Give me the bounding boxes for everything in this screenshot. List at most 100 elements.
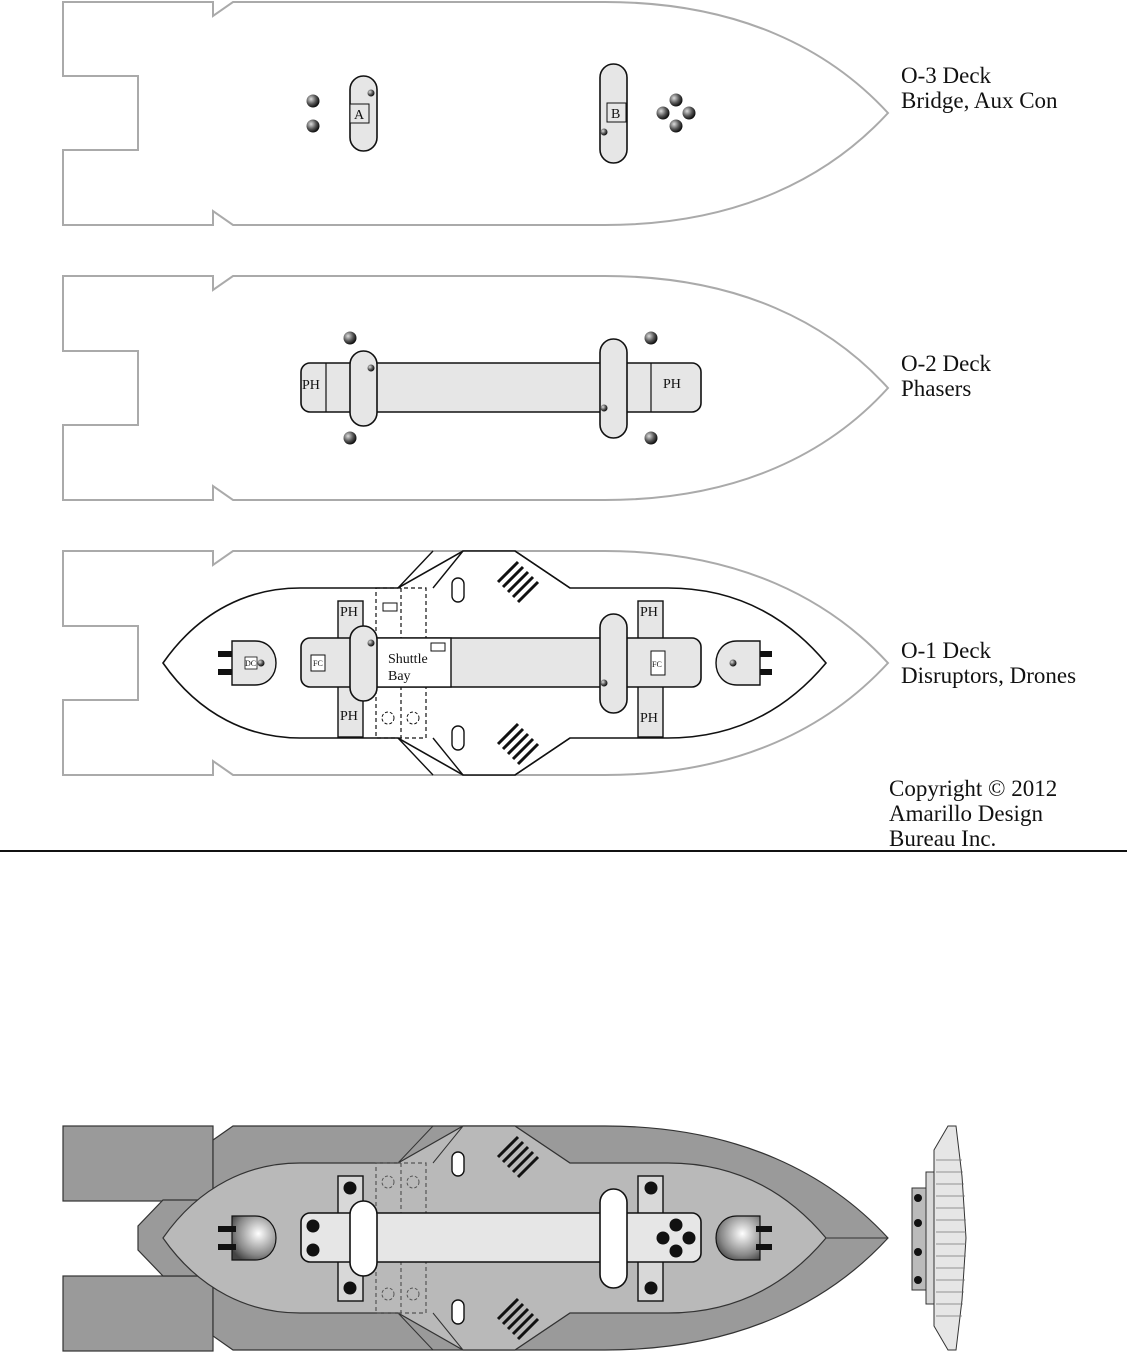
phaser-turret bbox=[343, 431, 357, 445]
bridge-sensor bbox=[306, 94, 320, 108]
pod-aft bbox=[349, 1200, 378, 1277]
fc-box-aft bbox=[310, 654, 326, 672]
shuttle-slot bbox=[381, 1175, 395, 1189]
sensor-cluster bbox=[669, 119, 683, 133]
phaser-label: PH bbox=[340, 605, 358, 620]
ship-top-view bbox=[62, 1125, 889, 1352]
sensor-cluster bbox=[656, 1231, 670, 1245]
drone-barrel bbox=[760, 669, 772, 675]
shuttle-bay-label-2: Bay bbox=[388, 669, 411, 684]
phaser-turret bbox=[343, 331, 357, 345]
fc-label-aft: FC bbox=[313, 659, 323, 668]
bridge-sensor bbox=[306, 119, 320, 133]
fc-box-fwd bbox=[650, 650, 666, 676]
drone-dome-fwd bbox=[715, 1215, 761, 1261]
pod-fwd bbox=[599, 613, 628, 714]
sensor-cluster bbox=[682, 1231, 696, 1245]
deck-o1: PH PH PH PH Shuttle Bay FC FC DC O-1 Dec… bbox=[62, 550, 1076, 776]
auxcon-box bbox=[606, 102, 627, 123]
wing-hatch bbox=[451, 725, 465, 751]
deck-o2-title: O-2 Deck bbox=[901, 351, 992, 376]
side-turret bbox=[914, 1219, 922, 1227]
sensor-cluster bbox=[682, 106, 696, 120]
deck-o2-desc: Phasers bbox=[901, 376, 971, 401]
aft-nacelle-bottom bbox=[62, 1275, 214, 1352]
wing-outline bbox=[432, 550, 464, 776]
shuttle-slot bbox=[381, 1287, 395, 1301]
wing-hatch bbox=[451, 577, 465, 603]
phaser-turret bbox=[306, 1219, 320, 1233]
wing-outline bbox=[514, 550, 571, 776]
phaser-turret bbox=[644, 1281, 658, 1295]
phaser-label-fwd: PH bbox=[663, 377, 681, 392]
drone-barrel bbox=[756, 1226, 772, 1232]
drone-launcher-fwd bbox=[715, 640, 761, 686]
copyright-line-3: Bureau Inc. bbox=[889, 826, 996, 851]
pod-fwd bbox=[599, 338, 628, 439]
drone-grille-bottom bbox=[496, 1297, 540, 1341]
pod-aft bbox=[349, 625, 378, 702]
drone-barrel bbox=[760, 651, 772, 657]
shuttle-bay-label-1: Shuttle bbox=[388, 652, 428, 667]
phaser-label: PH bbox=[640, 711, 658, 726]
sensor-cluster bbox=[669, 1218, 683, 1232]
bridge-label: A bbox=[354, 108, 365, 123]
shuttle-slot bbox=[406, 711, 420, 725]
deck-o1-title: O-1 Deck bbox=[901, 638, 992, 663]
pod-fwd bbox=[599, 1188, 628, 1289]
drone-barrel bbox=[756, 1244, 772, 1250]
drone-barrel bbox=[218, 669, 232, 675]
deck-o3-title: O-3 Deck bbox=[901, 63, 992, 88]
bridge-box bbox=[349, 103, 370, 124]
side-turret bbox=[914, 1276, 922, 1284]
deck-o3-desc: Bridge, Aux Con bbox=[901, 88, 1058, 113]
drone-label: DC bbox=[245, 659, 256, 668]
copyright-line-2: Amarillo Design bbox=[889, 801, 1043, 826]
deck-o2: PH PH O-2 Deck Phasers bbox=[62, 275, 992, 501]
drone-hatch bbox=[257, 659, 265, 667]
deck-o1-desc: Disruptors, Drones bbox=[901, 663, 1076, 688]
shuttle-slot bbox=[406, 1175, 420, 1189]
shuttle-slot bbox=[381, 711, 395, 725]
pod-hatch bbox=[367, 364, 375, 372]
aft-nacelle-top bbox=[62, 1125, 214, 1202]
drone-dome-aft bbox=[231, 1215, 277, 1261]
wing-hatch bbox=[451, 1299, 465, 1325]
side-hull bbox=[933, 1125, 967, 1351]
phaser-label-aft: PH bbox=[302, 378, 320, 393]
pod-aft bbox=[349, 350, 378, 427]
hull-seam bbox=[397, 1125, 571, 1351]
drone-barrel bbox=[218, 1244, 236, 1250]
deck-o3: A B O-3 Deck Bridge, Aux Con bbox=[62, 0, 1058, 226]
phaser-label: PH bbox=[640, 605, 658, 620]
pod-hatch bbox=[600, 679, 608, 687]
phaser-label: PH bbox=[340, 709, 358, 724]
drone-barrel bbox=[218, 1226, 236, 1232]
drone-box bbox=[244, 656, 258, 670]
phaser-turret bbox=[644, 431, 658, 445]
auxcon-label: B bbox=[611, 107, 620, 122]
deck-o3-outline bbox=[62, 0, 890, 226]
phaser-turret bbox=[306, 1243, 320, 1257]
phaser-turret bbox=[644, 1181, 658, 1195]
side-turret bbox=[914, 1194, 922, 1202]
pod-hatch bbox=[367, 639, 375, 647]
sensor-cluster bbox=[669, 1244, 683, 1258]
shuttle-icon bbox=[430, 642, 446, 652]
wing-outline bbox=[397, 550, 434, 776]
drone-grille-top bbox=[496, 1135, 540, 1179]
drone-barrel bbox=[218, 651, 232, 657]
wing-hatch bbox=[451, 1151, 465, 1177]
drone-grille-top bbox=[496, 560, 540, 604]
bridge-hatch bbox=[367, 89, 375, 97]
auxcon-hatch bbox=[600, 128, 608, 136]
copyright-line-1: Copyright © 2012 bbox=[889, 776, 1057, 801]
fc-label-fwd: FC bbox=[652, 660, 662, 669]
phaser-turret bbox=[343, 1281, 357, 1295]
sensor-cluster bbox=[656, 106, 670, 120]
shuttle-icon bbox=[382, 602, 398, 612]
pod-hatch bbox=[600, 404, 608, 412]
ship-side-view bbox=[911, 1125, 967, 1351]
shuttle-slot bbox=[406, 1287, 420, 1301]
